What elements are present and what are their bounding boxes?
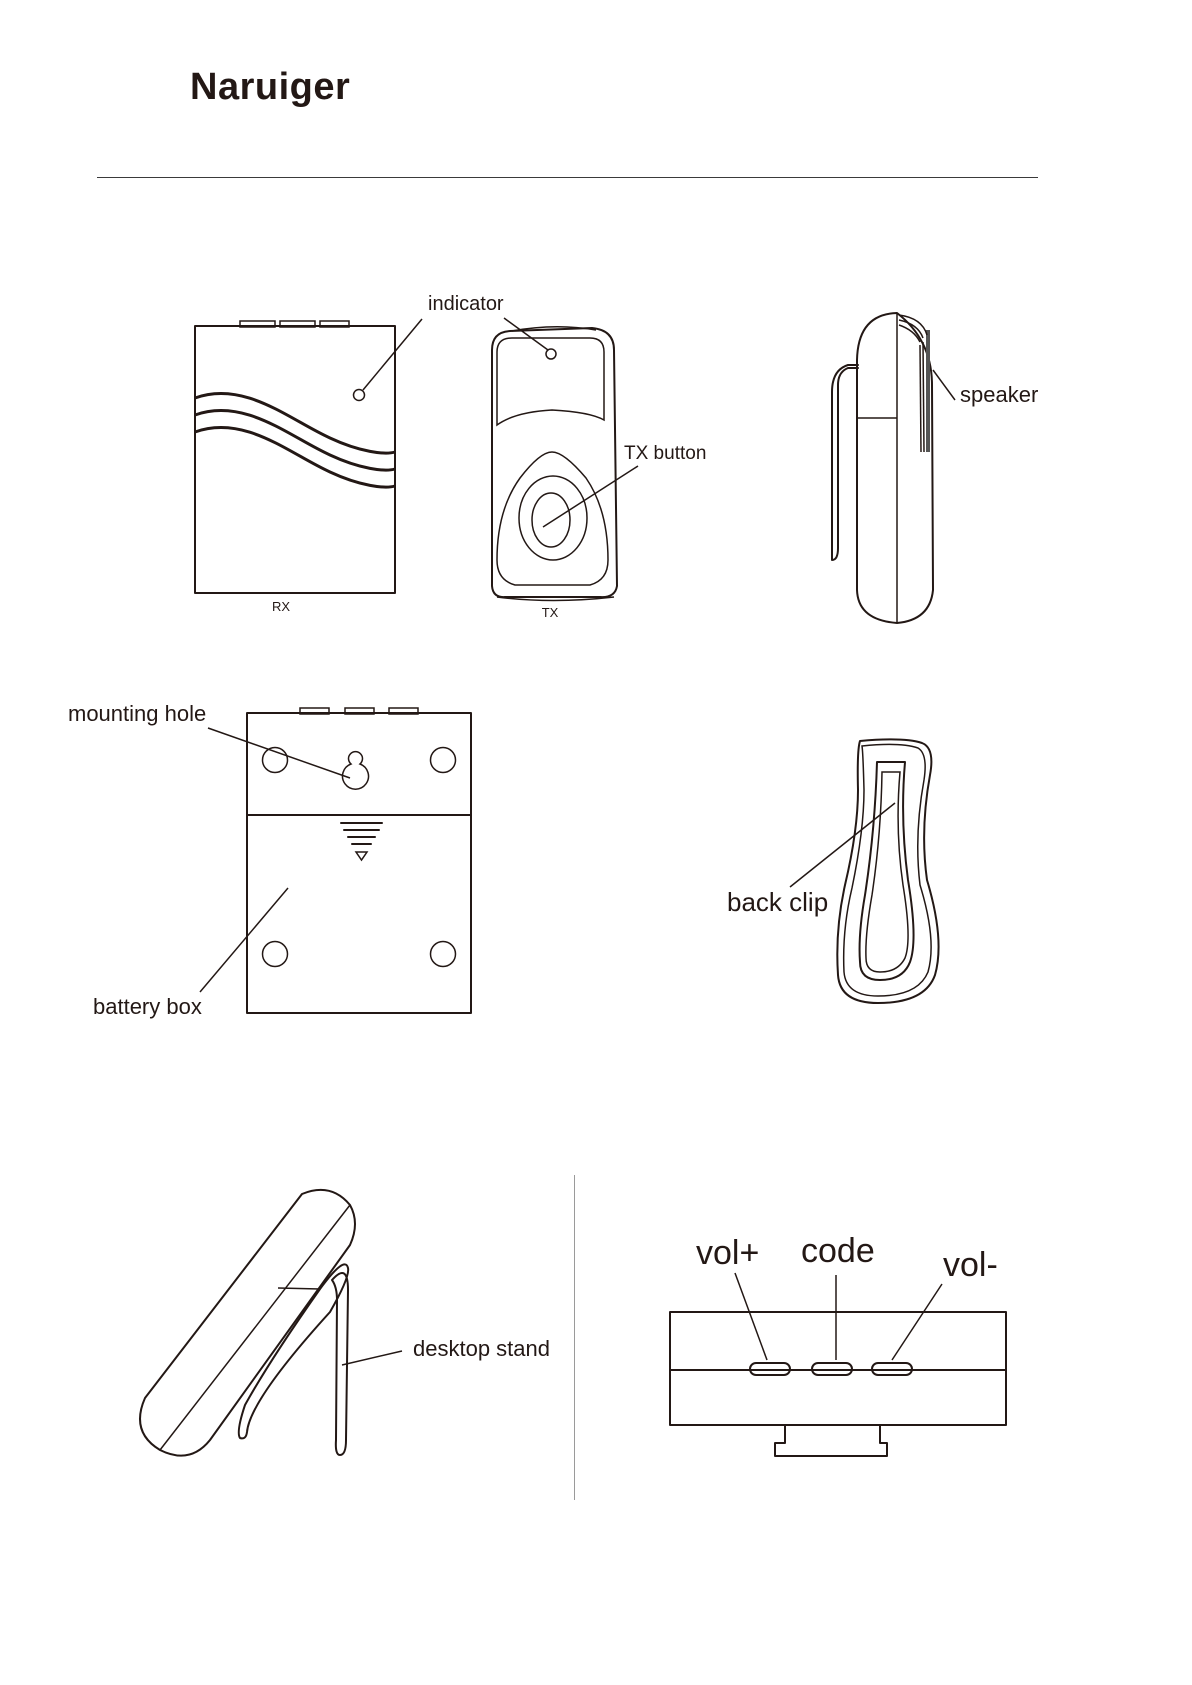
code-label: code xyxy=(801,1232,875,1270)
indicator-leader-tx xyxy=(504,318,548,350)
top-buttons-view: vol+ code vol- xyxy=(670,1232,1006,1456)
back-clip-view: back clip xyxy=(727,739,939,1003)
side-view: speaker xyxy=(832,313,1038,623)
battery-box-label: battery box xyxy=(93,994,202,1019)
vol-minus-label: vol- xyxy=(943,1246,998,1284)
vol-minus-leader xyxy=(892,1284,942,1360)
mounting-hole-leader xyxy=(208,728,350,778)
desktop-stand-leader xyxy=(342,1351,402,1365)
rx-indicator-dot xyxy=(354,390,365,401)
tx-front-view: TX xyxy=(492,327,617,620)
indicator-label: indicator xyxy=(428,293,504,315)
tx-button-leader xyxy=(543,466,638,527)
tx-button-label: TX button xyxy=(624,443,706,464)
mounting-hole-shape xyxy=(342,752,368,790)
battery-box-leader xyxy=(200,888,288,992)
vol-plus-label: vol+ xyxy=(696,1234,759,1272)
tx-label: TX xyxy=(542,605,559,620)
rx-front-view: RX xyxy=(195,321,395,614)
desktop-stand-label: desktop stand xyxy=(413,1336,550,1361)
vol-plus-leader xyxy=(735,1273,767,1360)
desktop-stand-view: desktop stand xyxy=(140,1190,550,1456)
back-clip-label: back clip xyxy=(727,887,828,917)
speaker-leader xyxy=(933,370,955,400)
tx-button-inner xyxy=(532,493,570,547)
back-clip-leader xyxy=(790,803,895,887)
indicator-leader-rx xyxy=(363,319,422,390)
mounting-hole-label: mounting hole xyxy=(68,701,206,726)
speaker-label: speaker xyxy=(960,382,1038,407)
rx-label: RX xyxy=(272,599,290,614)
